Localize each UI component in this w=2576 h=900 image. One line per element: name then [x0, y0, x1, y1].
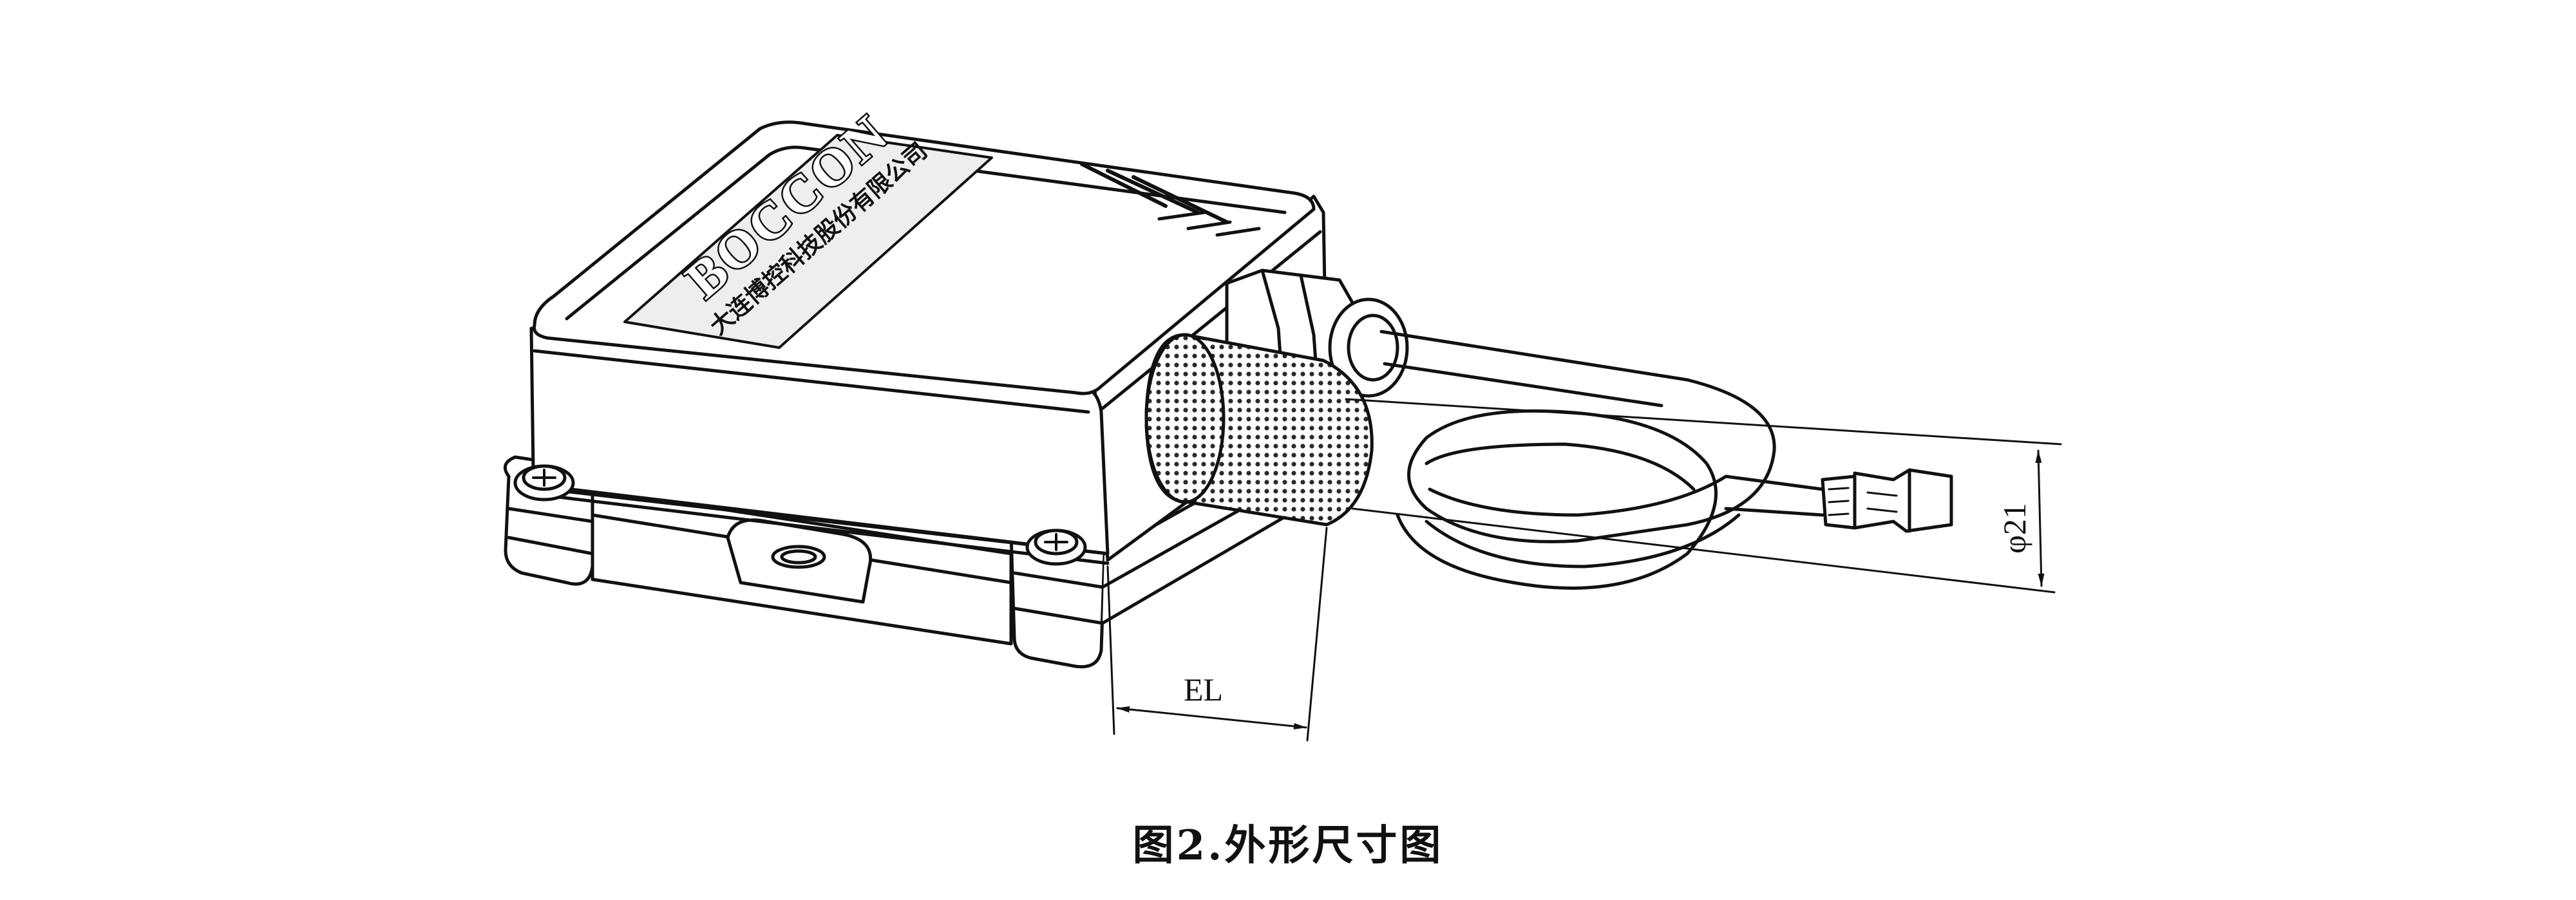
cable-connector [1821, 468, 1953, 533]
cable-diameter-label: φ21 [1996, 503, 2032, 554]
mounting-base-plate [503, 449, 1290, 669]
knurled-probe [1144, 333, 1374, 527]
mounting-screw-right [1025, 529, 1087, 566]
extension-length-label: EL [1184, 671, 1223, 708]
dimension-diameter [1345, 398, 2062, 594]
figure-caption: 图2.外形尺寸图 [1132, 821, 1444, 870]
dimension-el [1106, 527, 1328, 742]
mounting-screw-left [513, 464, 575, 502]
product-label-plate [623, 134, 993, 349]
sensor-cable [1379, 330, 1824, 590]
